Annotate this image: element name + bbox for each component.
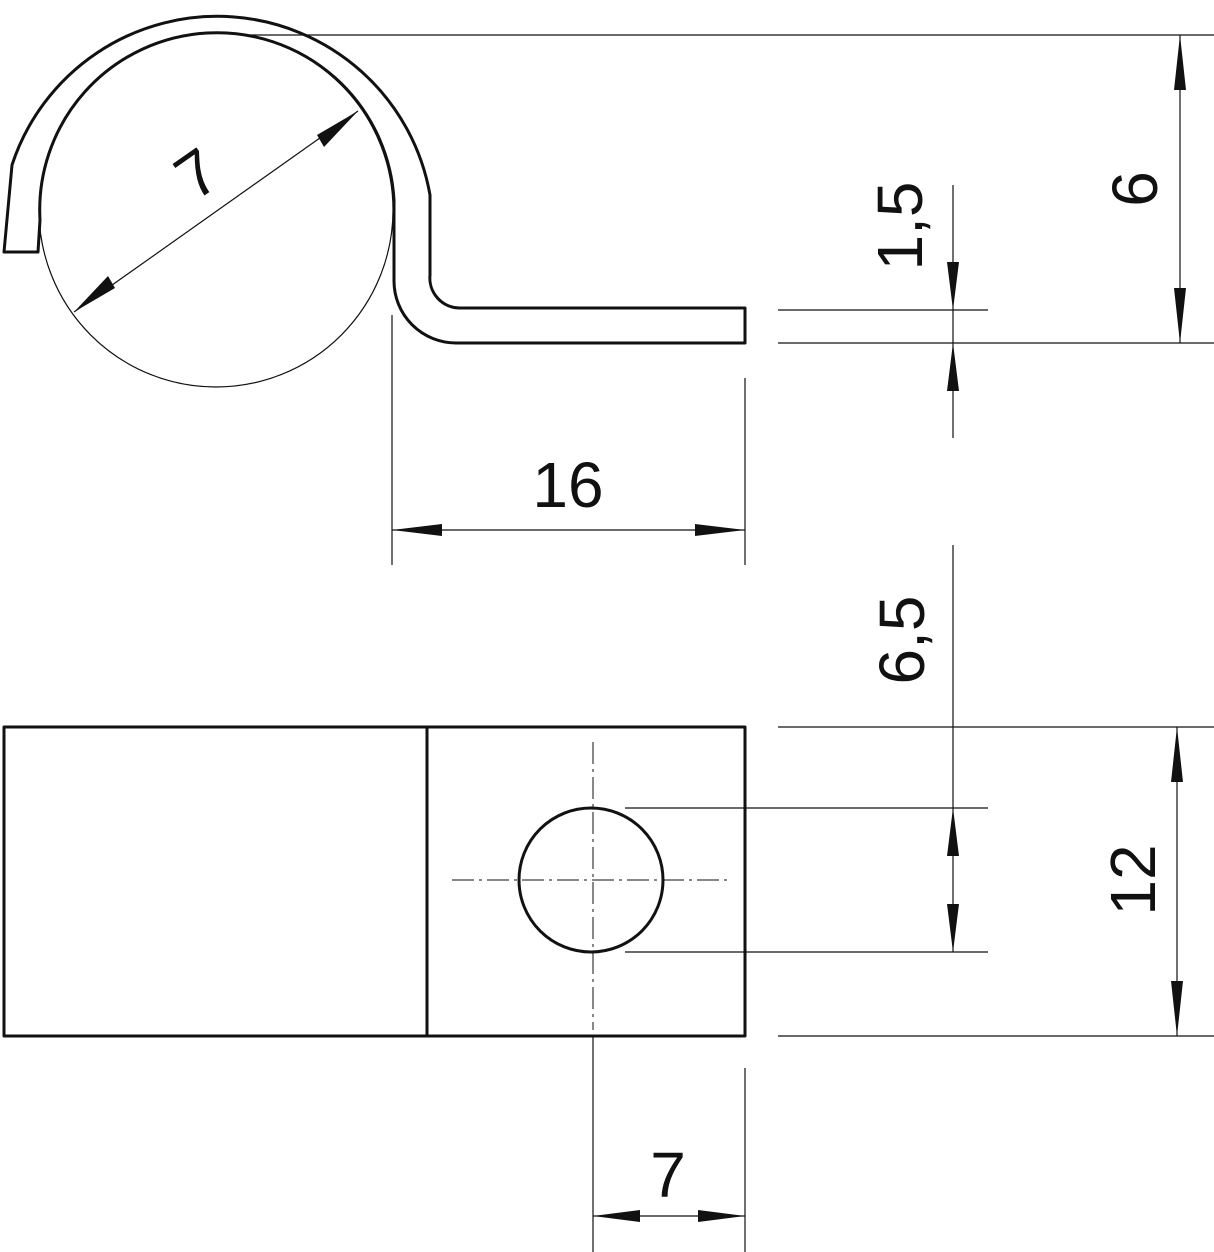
- dim-hole-diameter: 6,5: [625, 545, 988, 953]
- dim-total-height-label: 6: [1099, 171, 1171, 207]
- dim-ring-diameter: 7: [73, 110, 359, 313]
- dim-strap-width-label: 12: [1097, 844, 1169, 915]
- dim-foot-length-label: 16: [532, 449, 603, 521]
- dim-strap-width: 12: [778, 726, 1214, 1037]
- dim-ring-diameter-label: 7: [162, 134, 232, 213]
- dim-sheet-thickness-label: 1,5: [864, 182, 936, 271]
- top-view: [2, 725, 747, 1038]
- side-view: [2, 14, 747, 388]
- clip-profile-outline: [2, 14, 747, 345]
- dim-total-height: 6: [250, 34, 1214, 344]
- strap-outline: [2, 725, 747, 1038]
- dim-sheet-thickness: 1,5: [778, 182, 988, 438]
- dim-hole-edge-distance-label: 7: [650, 1139, 686, 1211]
- dim-foot-length: 16: [391, 315, 746, 565]
- dim-hole-diameter-label: 6,5: [866, 596, 938, 685]
- dim-hole-edge-distance: 7: [592, 1036, 746, 1252]
